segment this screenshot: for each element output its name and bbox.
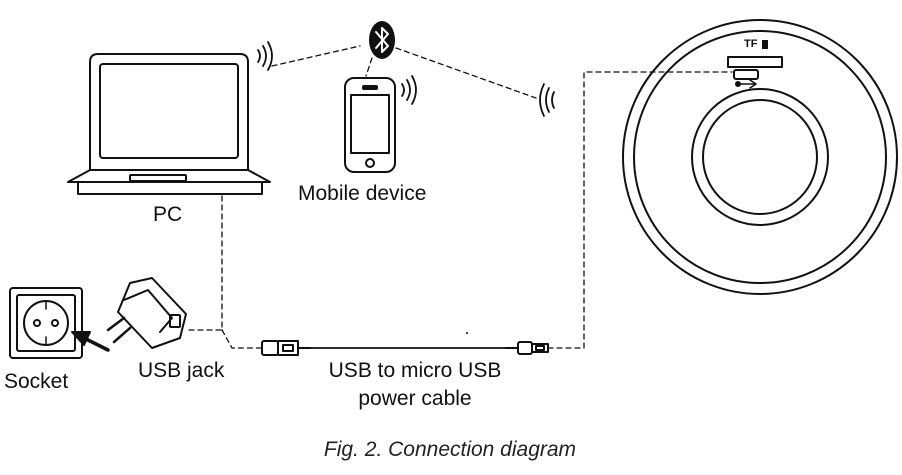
socket-label: Socket: [4, 370, 69, 393]
wall-socket-icon: [9, 287, 83, 359]
plug-in-arrow: [71, 331, 110, 352]
pc-label: PC: [153, 203, 183, 226]
laptop-icon: [67, 53, 271, 195]
usb-charger-icon: [106, 277, 187, 349]
smartphone-icon: [344, 77, 396, 173]
bluetooth-icon: [369, 21, 395, 59]
usb-plug-icon: [261, 340, 311, 356]
connection-paths: [187, 45, 733, 349]
wireless-signal-icon: [257, 41, 273, 71]
mobile-device-label: Mobile device: [298, 182, 427, 205]
micro-usb-plug-icon: [505, 341, 549, 355]
cable-label-line1: USB to micro USB: [328, 359, 502, 382]
figure-caption: Fig. 2. Connection diagram: [323, 438, 577, 461]
usb-jack-label: USB jack: [138, 359, 225, 382]
wireless-signal-icon: [401, 75, 417, 105]
tf-slot-label: TF: [744, 38, 758, 50]
cable-label-line2: power cable: [358, 387, 472, 410]
wireless-signal-icon: [539, 83, 555, 117]
speaker-device-icon: [622, 19, 898, 295]
